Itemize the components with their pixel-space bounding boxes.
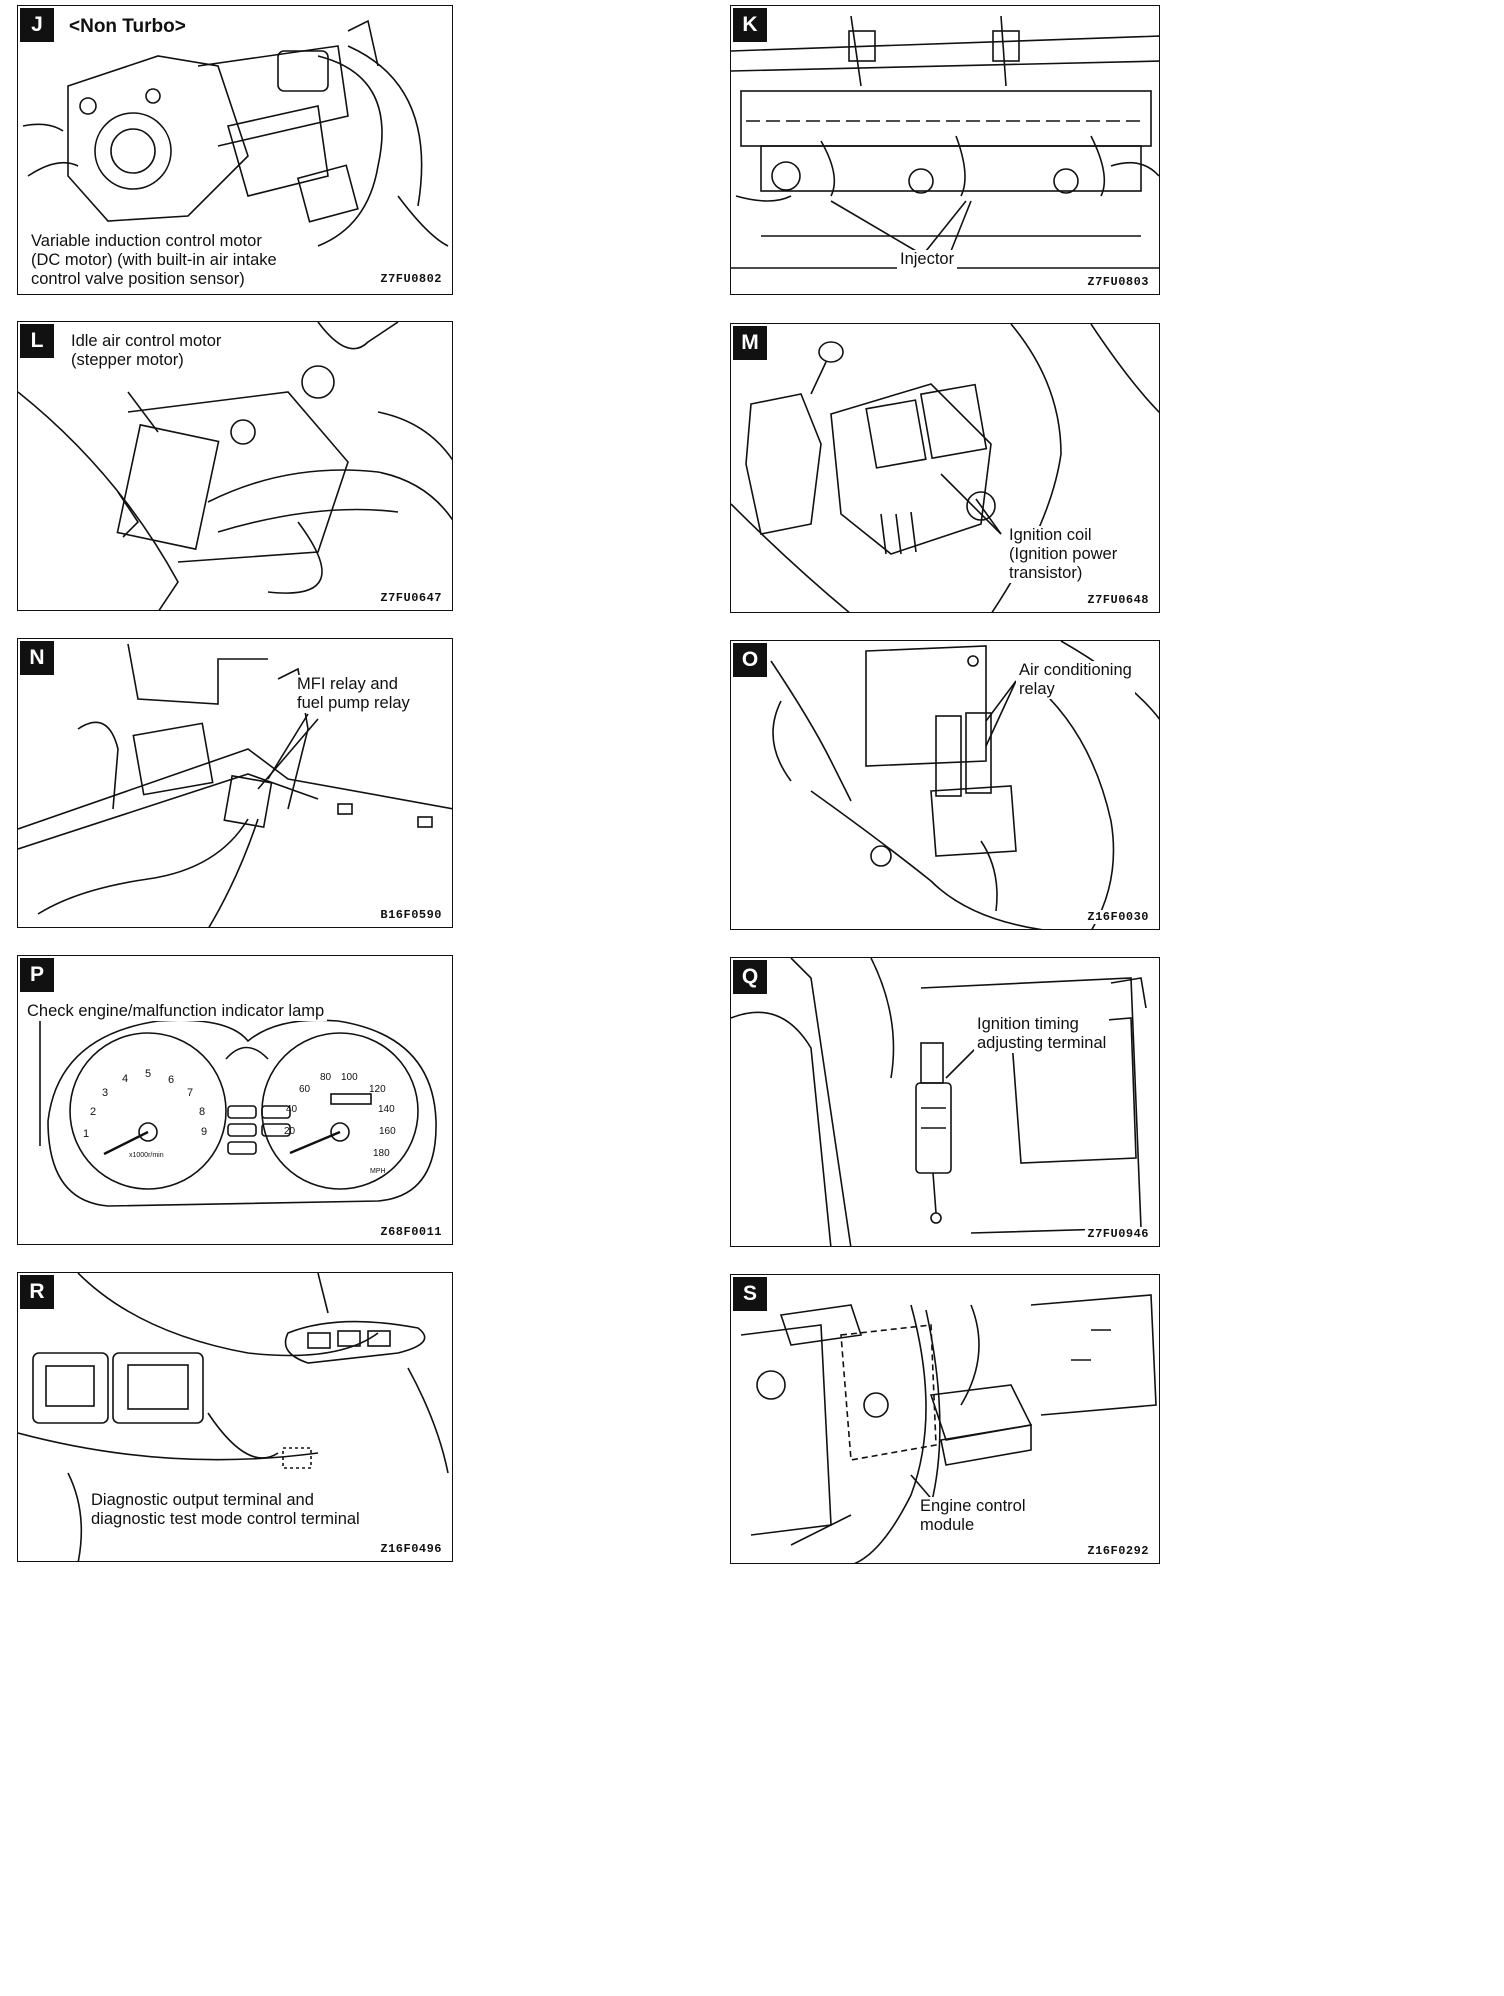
callout-label: Diagnostic output terminal and diagnosti…	[88, 1491, 363, 1529]
timing-terminal-illustration	[731, 958, 1147, 1246]
panel-tag: Q	[733, 960, 767, 994]
dashboard-illustration	[18, 1273, 449, 1561]
panel-tag: P	[20, 958, 54, 992]
tach-tick-6: 6	[168, 1074, 175, 1086]
figure-code: Z16F0496	[378, 1542, 444, 1556]
callout-label: MFI relay and fuel pump relay	[294, 675, 413, 713]
panel-tag: S	[733, 1277, 767, 1311]
ac-relay-illustration	[770, 641, 1159, 929]
speed-tick-140: 140	[378, 1104, 395, 1115]
panel-tag: K	[733, 8, 767, 42]
callout-label: Ignition coil (Ignition power transistor…	[1006, 526, 1121, 583]
speed-tick-160: 160	[379, 1126, 396, 1137]
instrument-cluster-illustration	[39, 1019, 437, 1207]
panel-m: M Ignition coil (Ignition power transist…	[730, 323, 1160, 613]
panel-o: O Air conditioning relay Z16F0030	[730, 640, 1160, 930]
callout-label: Check engine/malfunction indicator lamp	[24, 1002, 328, 1021]
ignition-coil-illustration	[731, 324, 1159, 612]
panel-l: L Idle air control motor (stepper motor)…	[17, 321, 453, 611]
panel-k: K Injector Z7FU0803	[730, 5, 1160, 295]
tach-tick-5: 5	[145, 1068, 152, 1080]
speed-tick-80: 80	[320, 1072, 332, 1083]
callout-label: Air conditioning relay	[1016, 661, 1135, 699]
panel-tag: N	[20, 641, 54, 675]
panel-s: S Engine control module Z16F0292	[730, 1274, 1160, 1564]
callout-label: Engine control module	[917, 1497, 1029, 1535]
speed-tick-180: 180	[373, 1148, 390, 1159]
figure-code: Z7FU0946	[1085, 1227, 1151, 1241]
tach-tick-2: 2	[90, 1106, 97, 1118]
callout-label: Injector	[897, 250, 958, 269]
tach-unit: x1000r/min	[129, 1152, 164, 1159]
figure-code: Z7FU0648	[1085, 593, 1151, 607]
tach-tick-1: 1	[83, 1128, 90, 1140]
figure-code: B16F0590	[378, 908, 444, 922]
panel-tag: M	[733, 326, 767, 360]
speed-tick-120: 120	[369, 1084, 386, 1095]
ecm-illustration	[740, 1294, 1157, 1563]
motor-illustration	[22, 19, 449, 247]
figure-code: Z16F0030	[1085, 910, 1151, 924]
panel-tag: O	[733, 643, 767, 677]
callout-label: Idle air control motor (stepper motor)	[68, 332, 225, 370]
stepper-motor-illustration	[18, 322, 452, 610]
panel-tag: J	[20, 8, 54, 42]
panel-n: N MFI relay and fuel pump relay B16F0590	[17, 638, 453, 928]
panel-heading: <Non Turbo>	[66, 16, 189, 38]
panel-p: 1 2 3 4 5 6 7 8 9 x1000r/min 20 40 60 80…	[17, 955, 453, 1245]
panel-r: R Diagnostic output terminal and diagnos…	[17, 1272, 453, 1562]
tach-tick-3: 3	[102, 1087, 109, 1099]
tach-tick-4: 4	[122, 1073, 129, 1085]
figure-code: Z16F0292	[1085, 1544, 1151, 1558]
panel-q: Q Ignition timing adjusting terminal Z7F…	[730, 957, 1160, 1247]
figure-code: Z7FU0802	[378, 272, 444, 286]
panel-j: J <Non Turbo> Variable induction control…	[17, 5, 453, 295]
callout-label: Variable induction control motor (DC mot…	[28, 232, 280, 289]
figure-code: Z7FU0647	[378, 591, 444, 605]
figure-code: Z68F0011	[378, 1225, 444, 1239]
callout-label: Ignition timing adjusting terminal	[974, 1015, 1110, 1053]
tach-tick-8: 8	[199, 1106, 206, 1118]
speed-tick-100: 100	[341, 1072, 358, 1083]
panel-tag: L	[20, 324, 54, 358]
figure-code: Z7FU0803	[1085, 275, 1151, 289]
speed-unit: MPH	[370, 1168, 386, 1175]
panel-tag: R	[20, 1275, 54, 1309]
tach-tick-9: 9	[201, 1126, 208, 1138]
tach-tick-7: 7	[187, 1087, 194, 1099]
speed-tick-20: 20	[284, 1126, 296, 1137]
speed-tick-40: 40	[286, 1104, 298, 1115]
relay-illustration	[18, 643, 452, 927]
speed-tick-60: 60	[299, 1084, 311, 1095]
